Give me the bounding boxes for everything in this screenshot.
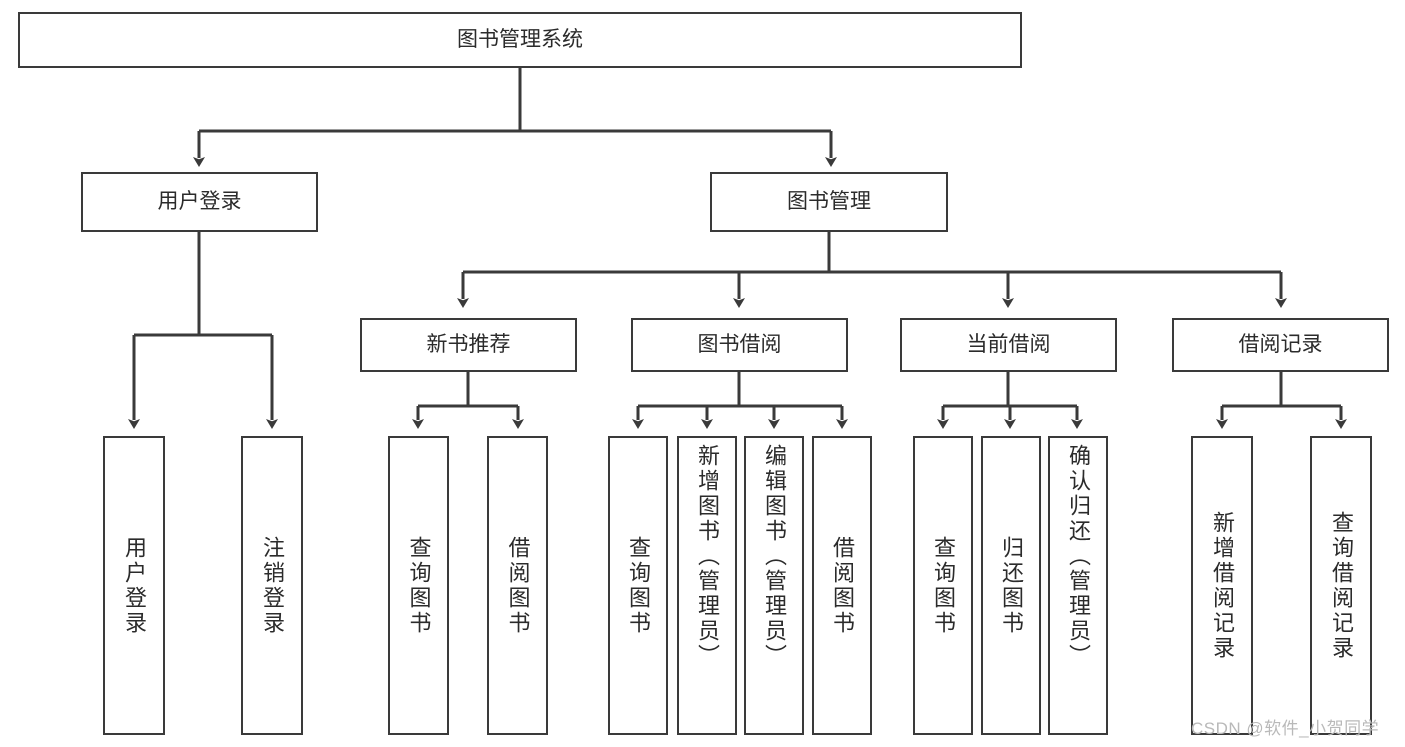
watermark-text: CSDN @软件_小贺同学: [1191, 719, 1380, 738]
node-book-management[interactable]: 图书管理: [710, 172, 948, 232]
node-label: 图书管理系统: [457, 27, 583, 51]
node-label: 确认归还（管理员）: [1066, 444, 1091, 669]
leaf-user-login[interactable]: 用户登录: [103, 436, 165, 735]
node-book-borrow[interactable]: 图书借阅: [631, 318, 848, 372]
leaf-borrow-book-recommend[interactable]: 借阅图书: [487, 436, 548, 735]
node-label: 新书推荐: [426, 332, 511, 356]
leaf-query-book-borrow[interactable]: 查询图书: [608, 436, 668, 735]
node-label: 新增借阅记录: [1210, 510, 1235, 661]
leaf-query-borrow-record[interactable]: 查询借阅记录: [1310, 436, 1372, 735]
node-label: 注销登录: [260, 535, 285, 636]
leaf-confirm-return-admin[interactable]: 确认归还（管理员）: [1048, 436, 1108, 735]
node-label: 借阅图书: [505, 535, 531, 636]
node-borrow-record[interactable]: 借阅记录: [1172, 318, 1389, 372]
node-label: 借阅图书: [830, 535, 855, 636]
leaf-add-borrow-record[interactable]: 新增借阅记录: [1191, 436, 1253, 735]
node-user-login[interactable]: 用户登录: [81, 172, 318, 232]
node-root-system[interactable]: 图书管理系统: [18, 12, 1022, 68]
node-label: 新增图书（管理员）: [695, 444, 720, 669]
node-label: 当前借阅: [966, 332, 1051, 356]
leaf-edit-book-admin[interactable]: 编辑图书（管理员）: [744, 436, 804, 735]
leaf-query-book-current[interactable]: 查询图书: [913, 436, 973, 735]
leaf-return-book[interactable]: 归还图书: [981, 436, 1041, 735]
leaf-add-book-admin[interactable]: 新增图书（管理员）: [677, 436, 737, 735]
node-label: 查询借阅记录: [1329, 510, 1354, 661]
node-label: 用户登录: [122, 535, 147, 636]
leaf-logout[interactable]: 注销登录: [241, 436, 303, 735]
node-label: 编辑图书（管理员）: [762, 444, 787, 669]
node-new-book-recommend[interactable]: 新书推荐: [360, 318, 577, 372]
node-label: 图书借阅: [697, 332, 782, 356]
leaf-query-book-recommend[interactable]: 查询图书: [388, 436, 449, 735]
node-label: 查询图书: [626, 535, 651, 636]
node-label: 借阅记录: [1238, 332, 1323, 356]
node-label: 归还图书: [999, 535, 1024, 636]
node-label: 用户登录: [157, 189, 242, 213]
leaf-borrow-book[interactable]: 借阅图书: [812, 436, 872, 735]
node-label: 查询图书: [931, 535, 956, 636]
node-label: 查询图书: [406, 535, 432, 636]
node-current-borrow[interactable]: 当前借阅: [900, 318, 1117, 372]
node-label: 图书管理: [787, 189, 871, 213]
